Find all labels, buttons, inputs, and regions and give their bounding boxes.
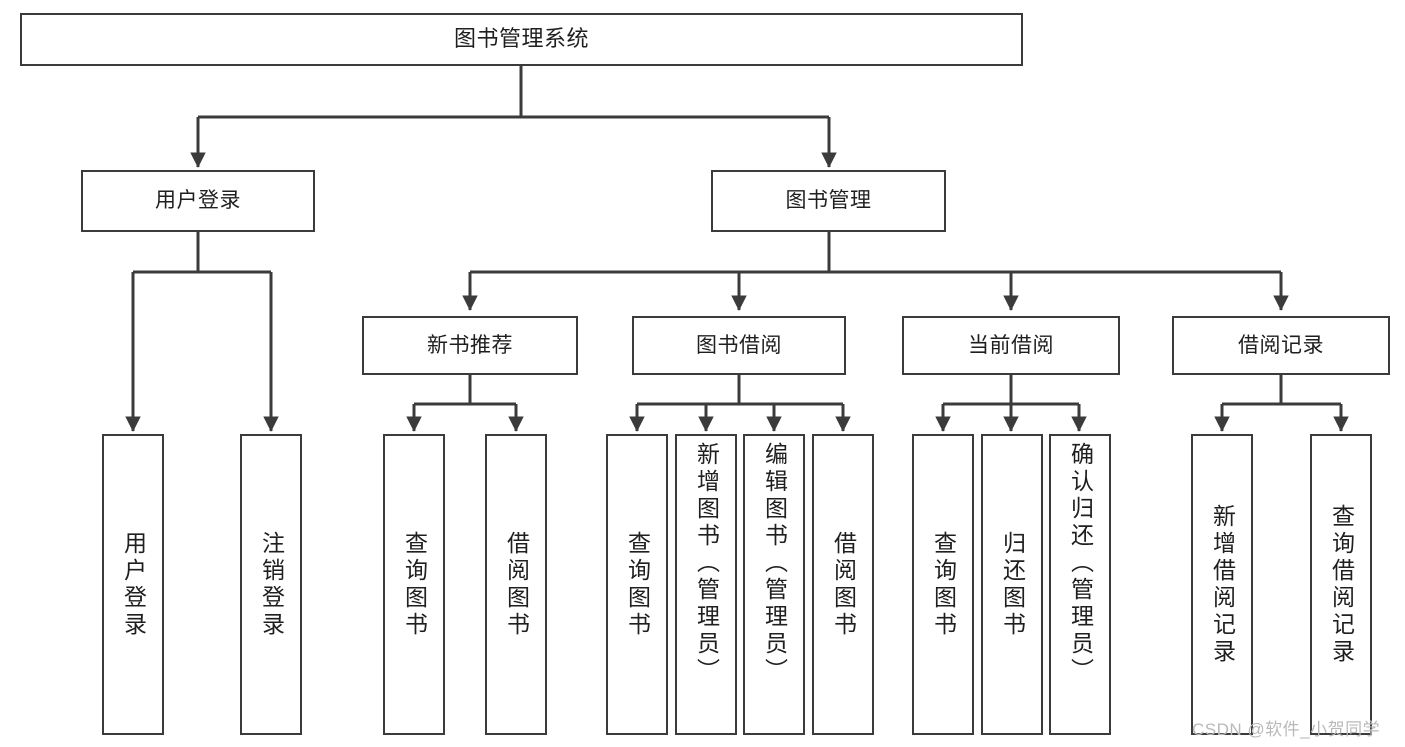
leaf-query-record[interactable]: 查询借阅记录 xyxy=(1310,434,1372,735)
leaf-query-book-3[interactable]: 查询图书 xyxy=(912,434,974,735)
leaf-query-book-2[interactable]: 查询图书 xyxy=(606,434,668,735)
node-label: 用户登录 xyxy=(155,189,241,213)
node-label: 确认归还（管理员） xyxy=(1067,442,1094,685)
node-label: 借阅图书 xyxy=(830,530,857,639)
node-label: 用户登录 xyxy=(120,530,147,639)
node-label: 查询图书 xyxy=(930,530,957,639)
node-user-login[interactable]: 用户登录 xyxy=(81,170,315,232)
node-label: 查询借阅记录 xyxy=(1328,503,1355,666)
leaf-user-login[interactable]: 用户登录 xyxy=(102,434,164,735)
node-label: 当前借阅 xyxy=(968,333,1054,357)
leaf-borrow-book-1[interactable]: 借阅图书 xyxy=(485,434,547,735)
node-label: 图书借阅 xyxy=(696,333,782,357)
node-label: 图书管理系统 xyxy=(453,26,589,52)
leaf-confirm-return[interactable]: 确认归还（管理员） xyxy=(1049,434,1111,735)
csdn-watermark: CSDN @软件_小贺同学 xyxy=(1192,720,1381,739)
node-label: 借阅记录 xyxy=(1238,333,1324,357)
node-label: 注销登录 xyxy=(258,530,285,639)
node-new-book-recommend[interactable]: 新书推荐 xyxy=(362,316,578,375)
node-label: 归还图书 xyxy=(999,530,1026,639)
node-label: 编辑图书（管理员） xyxy=(761,442,788,685)
node-label: 新书推荐 xyxy=(427,333,513,357)
leaf-borrow-book-2[interactable]: 借阅图书 xyxy=(812,434,874,735)
node-book-borrow[interactable]: 图书借阅 xyxy=(632,316,846,375)
leaf-add-record[interactable]: 新增借阅记录 xyxy=(1191,434,1253,735)
leaf-edit-book[interactable]: 编辑图书（管理员） xyxy=(743,434,805,735)
leaf-add-book[interactable]: 新增图书（管理员） xyxy=(675,434,737,735)
node-label: 查询图书 xyxy=(624,530,651,639)
node-label: 借阅图书 xyxy=(503,530,530,639)
node-label: 新增图书（管理员） xyxy=(693,442,720,685)
node-label: 新增借阅记录 xyxy=(1209,503,1236,666)
leaf-return-book[interactable]: 归还图书 xyxy=(981,434,1043,735)
node-borrow-record[interactable]: 借阅记录 xyxy=(1172,316,1390,375)
leaf-logout-login[interactable]: 注销登录 xyxy=(240,434,302,735)
node-book-manage[interactable]: 图书管理 xyxy=(711,170,946,232)
leaf-query-book-1[interactable]: 查询图书 xyxy=(383,434,445,735)
node-label: 查询图书 xyxy=(401,530,428,639)
node-label: 图书管理 xyxy=(785,189,872,213)
node-current-borrow[interactable]: 当前借阅 xyxy=(902,316,1120,375)
node-root-system[interactable]: 图书管理系统 xyxy=(20,13,1023,66)
